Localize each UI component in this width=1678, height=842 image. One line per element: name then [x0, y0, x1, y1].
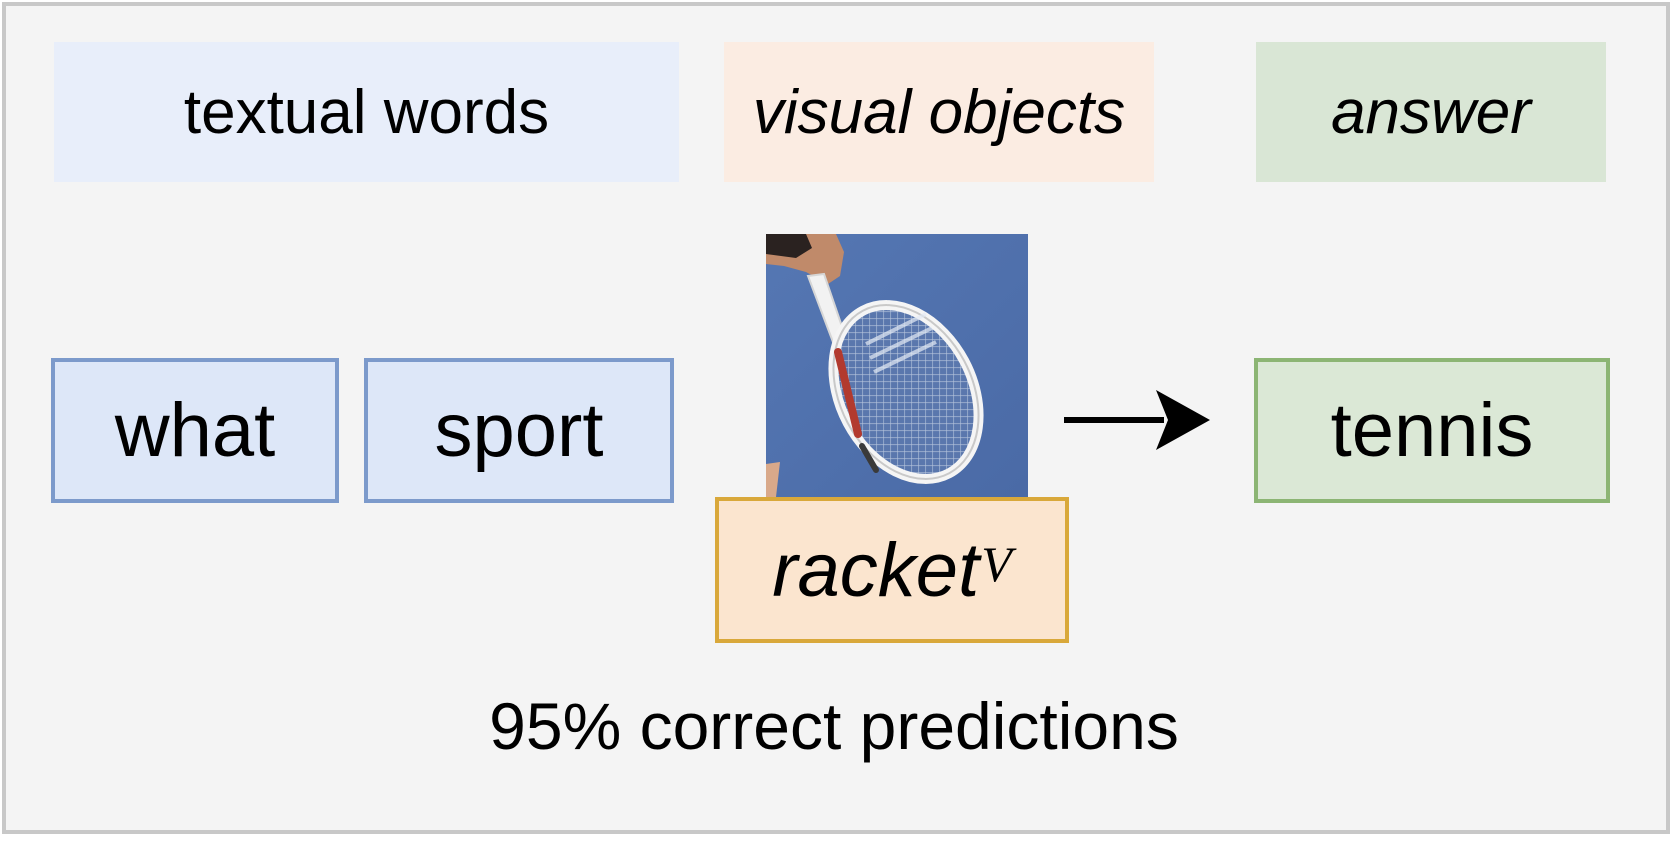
word-token-label: sport	[434, 388, 604, 473]
visual-object-superscript: V	[981, 536, 1012, 592]
legend-answer-label: answer	[1331, 77, 1531, 147]
word-token-sport: sport	[364, 358, 674, 503]
right-arrow-icon	[1064, 390, 1210, 450]
word-token-label: what	[114, 388, 276, 473]
legend-answer: answer	[1256, 42, 1606, 182]
answer-token: tennis	[1254, 358, 1610, 503]
tennis-racket-photo	[766, 234, 1028, 497]
visual-object-label: racket	[772, 527, 980, 613]
legend-visual-objects: visual objects	[724, 42, 1154, 182]
legend-textual-words: textual words	[54, 42, 679, 182]
answer-token-label: tennis	[1330, 388, 1534, 473]
caption: 95% correct predictions	[489, 689, 1179, 763]
legend-visual-objects-label: visual objects	[752, 77, 1126, 147]
word-token-what: what	[51, 358, 339, 503]
legend-textual-words-label: textual words	[183, 77, 550, 147]
